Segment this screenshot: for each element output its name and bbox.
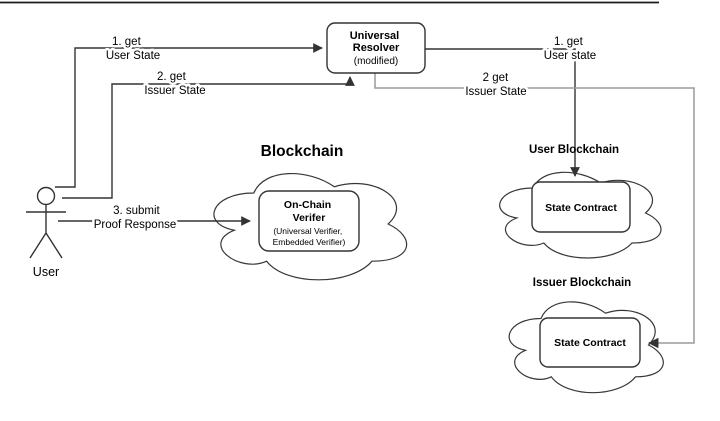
issuer-state-contract-label: State Contract [554, 337, 626, 349]
on-chain-verifier-title: On-Chain Verifer [284, 199, 334, 224]
edge-get-issuer-state-left [62, 76, 355, 199]
issuer-state-contract-box [539, 317, 641, 368]
universal-resolver-node: Universal Resolver (modified) [326, 22, 426, 74]
on-chain-verifier-subtitle: (Universal Verifier, Embedded Verifier) [273, 226, 346, 247]
user-actor-body [26, 204, 66, 259]
edge-get-issuer-state-right [374, 73, 695, 349]
edge-label-get-issuer-state-right: 2 get Issuer State [465, 72, 526, 98]
user-blockchain-title: User Blockchain [529, 144, 619, 156]
edge-get-user-state-left [55, 43, 323, 188]
user-state-contract-label: State Contract [545, 202, 617, 214]
user-actor-label: User [33, 265, 59, 279]
on-chain-verifier-box [258, 190, 360, 252]
edge-label-get-issuer-state-left: 2. get Issuer State [144, 71, 205, 97]
edge-label-get-user-state-left: 1. get User State [106, 36, 160, 62]
edge-label-get-user-state-right: 1. get User state [544, 36, 596, 62]
universal-resolver-box [326, 22, 426, 74]
user-state-contract-node: State Contract [531, 181, 631, 233]
on-chain-verifier-node: On-Chain Verifer (Universal Verifier, Em… [258, 190, 360, 252]
universal-resolver-title: Universal Resolver [350, 30, 403, 54]
issuer-state-contract-node: State Contract [539, 317, 641, 368]
blockchain-cloud-title: Blockchain [261, 143, 344, 160]
user-actor-head [36, 186, 56, 206]
universal-resolver-subtitle: (modified) [354, 56, 398, 67]
user-state-contract-box [531, 181, 631, 233]
edge-get-user-state-right [425, 48, 580, 177]
user-actor: User [26, 186, 66, 279]
issuer-blockchain-title: Issuer Blockchain [533, 277, 631, 289]
edge-label-submit-proof: 3. submit Proof Response [94, 205, 176, 231]
